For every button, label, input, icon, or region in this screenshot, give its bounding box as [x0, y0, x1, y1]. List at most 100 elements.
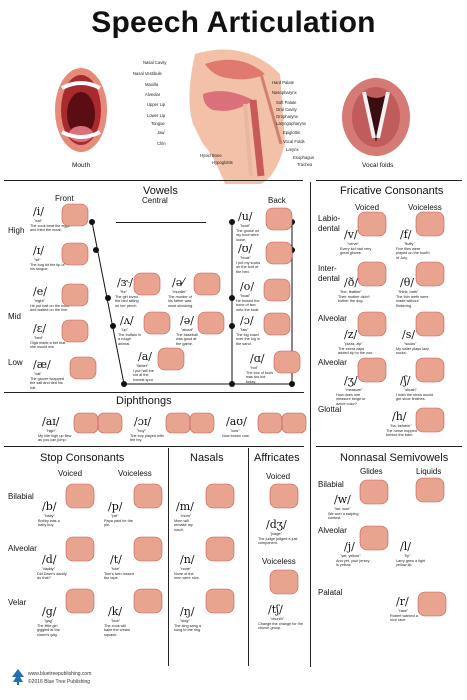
- divider-stops: [4, 446, 304, 447]
- example-sentence: The little girl giggled at the clown's g…: [37, 624, 60, 637]
- keyword: "none": [180, 567, 192, 571]
- example-sentence: He tossed the bone of two onto the boat.: [236, 299, 260, 312]
- keyword: "bed": [34, 336, 44, 340]
- phoneme-symbol: /v/: [344, 228, 358, 241]
- phoneme-symbol: /j/: [344, 540, 355, 553]
- phoneme-symbol: /t/: [110, 553, 122, 566]
- phoneme-symbol: /θ/: [400, 276, 415, 289]
- keyword: "ha, behave": [390, 424, 412, 428]
- example-sentence: My kite high up flew as you can jump.: [38, 434, 72, 443]
- example-sentence: I put my socks on the foot of the bed.: [236, 261, 261, 274]
- phoneme-symbol: /r/: [396, 595, 409, 608]
- phoneme-symbol: /ə/: [180, 314, 194, 327]
- vowels-header: Vowels: [143, 185, 178, 197]
- keyword: "lip": [404, 554, 411, 558]
- phoneme-symbol: /ɔ/: [240, 314, 254, 327]
- label-lower-lip: Lower Lip: [147, 113, 166, 118]
- label-nasal-vestibule: Nasal Vestibule: [133, 71, 162, 76]
- row-label-mid: Mid: [8, 312, 21, 321]
- phoneme-symbol: /f/: [400, 228, 412, 241]
- keyword: "we, won": [334, 507, 351, 511]
- divider-top-left: [4, 180, 303, 181]
- label-soft-palate: Soft Palate: [276, 100, 297, 105]
- keyword: "measure": [345, 388, 363, 392]
- diphthongs-header: Diphthongs: [116, 395, 172, 407]
- example-sentence: The zebra zaps added zip to the zoo.: [338, 347, 374, 356]
- affricates-voiceless-header: Voiceless: [262, 557, 296, 566]
- label-epiglottis: Epiglottis: [283, 130, 300, 135]
- example-sentence: Five flies were played on the fourth of …: [396, 247, 430, 260]
- example-sentence: The goose on my boot were loose.: [236, 229, 260, 242]
- example-sentence: The cook beat the eggs and fried the mea…: [30, 224, 70, 233]
- phoneme-symbol: /b/: [42, 500, 57, 513]
- vowels-front-header: Front: [55, 194, 74, 203]
- example-sentence: Larry grew a light yellow lip.: [396, 559, 426, 568]
- keyword: "shush": [404, 388, 417, 392]
- semivowels-header: Nonnasal Semivowels: [340, 452, 449, 464]
- example-sentence: Bobby was a baby boy.: [38, 519, 60, 528]
- divider-nasals-affricates: [248, 448, 249, 666]
- stops-row-alveolar: Alveolar: [8, 544, 37, 553]
- fric-row-alveolar-2: Alveolar: [318, 358, 347, 367]
- keyword: "cow": [230, 429, 240, 433]
- label-trachea: Trachea: [297, 162, 313, 167]
- phoneme-symbol: /ɑ/: [250, 352, 265, 365]
- example-sentence: Every kid had very great gloves.: [340, 247, 372, 256]
- fric-row-labiodental: Labio-dental: [318, 214, 341, 233]
- stops-voiceless-header: Voiceless: [118, 469, 152, 478]
- central-underline: [116, 222, 206, 223]
- keyword: "judge": [270, 532, 282, 536]
- example-sentence: The king sang a song to the ring.: [174, 624, 202, 633]
- example-sentence: The boy played with the toy.: [130, 434, 164, 443]
- keyword: "up": [121, 328, 128, 332]
- semivowels-glides-header: Glides: [360, 467, 383, 476]
- example-sentence: Robert wanted a nice race.: [390, 614, 418, 623]
- phoneme-symbol: /z/: [344, 328, 358, 341]
- phoneme-symbol: /i/: [33, 205, 44, 218]
- keyword: "eight": [34, 299, 45, 303]
- vocal-folds-caption: Vocal folds: [362, 162, 394, 169]
- phoneme-symbol: /tʃ/: [268, 603, 283, 616]
- stops-row-velar: Velar: [8, 598, 27, 607]
- keyword: "gag": [44, 619, 54, 623]
- example-sentence: We won a swiping contest.: [328, 512, 359, 521]
- label-chin: Chin: [157, 141, 166, 146]
- phoneme-symbol: /ŋ/: [180, 605, 195, 618]
- phoneme-symbol: /a/: [138, 350, 152, 363]
- example-sentence: The girl loved the bird sitting on her p…: [115, 295, 139, 308]
- example-sentence: The box of tools was too hot today.: [246, 371, 274, 384]
- example-sentence: Now brown cow.: [222, 434, 250, 438]
- example-sentence: Mom will remake my lunch.: [174, 519, 193, 532]
- fric-row-alveolar-1: Alveolar: [318, 314, 347, 323]
- keyword: "race": [398, 609, 409, 613]
- mouth-illustration: [55, 68, 107, 152]
- footer-url: www.bluetreepublishing.com: [28, 671, 92, 677]
- example-sentence: I wish the show would get shoe finishes.: [396, 393, 433, 402]
- fricatives-voiced-header: Voiced: [355, 203, 380, 212]
- example-sentence: The judge judged a just component.: [258, 537, 298, 546]
- phoneme-symbol: /æ/: [33, 358, 51, 371]
- semi-row-bilabial: Bilabial: [318, 480, 344, 489]
- stops-voiced-header: Voiced: [58, 469, 83, 478]
- phoneme-symbol: /ɪ/: [33, 244, 44, 257]
- row-label-low: Low: [8, 358, 23, 367]
- example-sentence: Papa paid for the pie.: [104, 519, 133, 528]
- keyword: "kick": [111, 619, 121, 623]
- keyword: "cat": [34, 372, 42, 376]
- keyword: "sing": [180, 619, 190, 623]
- phoneme-symbol: /u/: [238, 210, 253, 223]
- phoneme-symbol: /k/: [108, 605, 123, 618]
- label-jaw: Jaw: [157, 130, 165, 135]
- vowels-central-header: Central: [142, 196, 168, 205]
- keyword: "daddy": [42, 567, 56, 571]
- semivowels-liquids-header: Liquids: [416, 467, 442, 476]
- example-sentence: My sister plays lazy socks.: [396, 347, 429, 356]
- keyword: "verve": [347, 242, 359, 246]
- phoneme-symbol: /p/: [108, 500, 123, 513]
- example-sentence: The horse hopped behind the barn.: [386, 429, 417, 438]
- phoneme-symbol: /ɛ/: [33, 322, 47, 335]
- label-oral-cavity: Oral Cavity: [276, 107, 297, 112]
